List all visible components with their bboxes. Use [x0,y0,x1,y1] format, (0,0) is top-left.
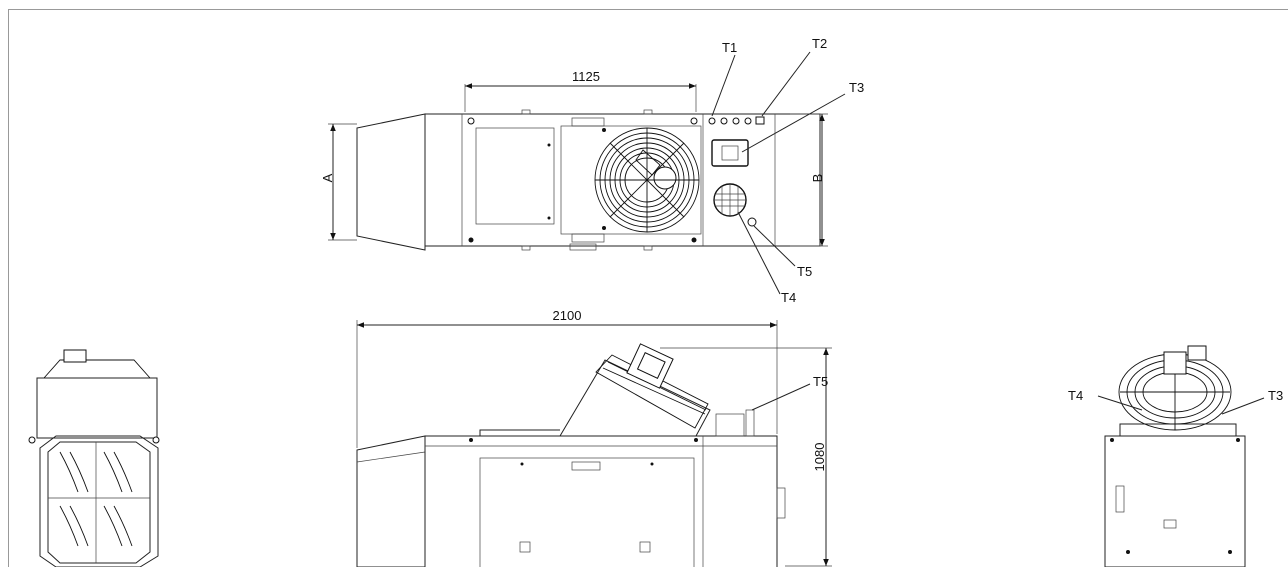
heat-exchanger-coils [59,451,133,547]
dim-1080: 1080 [812,443,827,472]
dim-1125: 1125 [572,69,600,84]
label-t4-end: T4 [1068,388,1083,403]
top-inlet-cone [356,113,426,251]
label-t4-top: T4 [781,290,796,305]
dim-2100: 2100 [553,308,582,323]
label-t2: T2 [812,36,827,51]
label-t3-end: T3 [1268,388,1283,403]
side-fan [595,343,709,429]
top-fan [594,127,700,233]
label-t3-top: T3 [849,80,864,95]
side-view: 2100 1080 T5 [356,308,832,567]
dim-b: B [810,174,825,183]
dim-a: A [320,173,335,182]
top-view: 1125 A B T1 T2 T3 T4 T5 [320,36,864,305]
label-t5-top: T5 [797,264,812,279]
end-fan [1118,345,1232,431]
right-end-view: T4 T3 [1068,345,1283,567]
label-t1: T1 [722,40,737,55]
label-t5-side: T5 [813,374,828,389]
page-border [8,9,1288,567]
left-end-view [28,349,160,567]
